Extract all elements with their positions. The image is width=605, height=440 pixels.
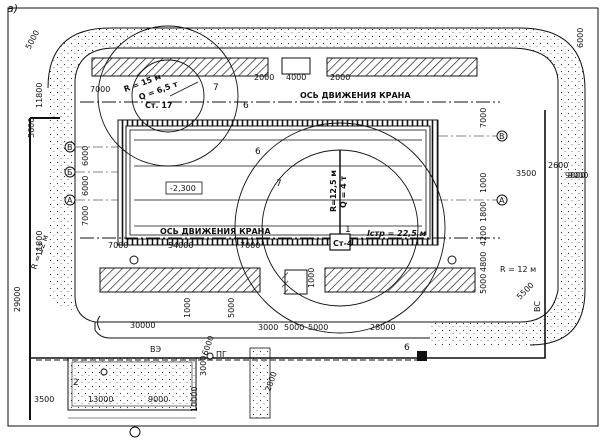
dim-b-5000b: 5000 <box>284 323 304 332</box>
number-6b: 6 <box>255 147 261 157</box>
dim-r-right: R = 12 м <box>500 265 536 274</box>
dim-b-28000: 28000 <box>370 323 395 332</box>
line-ve: ВЭ <box>150 345 161 354</box>
dim-right-4800: 4800 <box>479 252 488 272</box>
dim-left-11800a: 11800 <box>35 83 44 108</box>
dim-mid-7000a: 7000 <box>108 241 128 250</box>
foundation-pit: -2,300 <box>117 119 439 246</box>
dim-left-6000b: 6000 <box>81 176 90 196</box>
dim-b-3000: 3000 <box>258 323 278 332</box>
storage-areas <box>91 57 478 295</box>
axis-label-b: Б <box>67 168 73 177</box>
figure-label: а) <box>7 2 18 15</box>
number-6c: 6 <box>404 343 410 353</box>
crane-right-radius: R=12,5 м <box>329 170 338 212</box>
dim-left-6000a: 6000 <box>81 146 90 166</box>
dim-top-2000a: 2000 <box>254 73 274 82</box>
dim-right-7000: 7000 <box>479 108 488 128</box>
depth-label: -2,300 <box>170 184 196 193</box>
axis-label-v-right: В <box>499 132 505 141</box>
dim-b-5000a: 5000 <box>227 298 236 318</box>
dim-s-3000: 3000 <box>199 356 208 376</box>
dim-mid-7000b: 7000 <box>240 241 260 250</box>
dim-top-4000: 4000 <box>286 73 306 82</box>
dim-left-11800b: 11800 <box>35 231 44 256</box>
dim-right-3500: 3500 <box>516 169 536 178</box>
dim-mid-54000: 54000 <box>168 241 193 250</box>
dim-b-1000b: 1000 <box>307 268 316 288</box>
dim-right-1000: 1000 <box>479 173 488 193</box>
crane-axis-bottom: ОСЬ ДВИЖЕНИЯ КРАНА <box>160 227 271 236</box>
dim-right-1800: 1800 <box>479 202 488 222</box>
dim-top-2000b: 2000 <box>330 73 350 82</box>
crane-right-capacity: Q = 4 т <box>339 176 348 208</box>
axis-label-a-right: А <box>499 196 505 205</box>
crane-right-name: Ст-4 <box>333 239 353 248</box>
dim-road-left-top: 5000 <box>24 29 42 51</box>
axis-label-a: А <box>67 196 73 205</box>
dim-b-5000c: 5000 <box>308 323 328 332</box>
line-vs: ВС <box>533 301 542 312</box>
dim-right-4200: 4200 <box>479 226 488 246</box>
dim-road-right-width: 9000 <box>565 171 585 180</box>
crane-axis-top: ОСЬ ДВИЖЕНИЯ КРАНА <box>300 91 411 100</box>
dim-r-left: R = 12 м <box>29 234 50 271</box>
dim-s-5600: 5600 <box>27 118 36 138</box>
dim-b-9000: 9000 <box>568 171 588 180</box>
line-pg: ПГ <box>216 350 227 359</box>
dim-b-30000: 30000 <box>130 321 155 330</box>
dim-left-total: 29000 <box>13 287 22 312</box>
dim-right-small: 2600 <box>548 161 568 170</box>
number-7a: 7 <box>213 83 219 93</box>
number-1: 1 <box>345 225 351 235</box>
dim-left-7000: 7000 <box>81 206 90 226</box>
dim-right-5000: 5000 <box>479 274 488 294</box>
number-6a: 6 <box>243 101 249 111</box>
dim-b-1000a: 1000 <box>183 298 192 318</box>
dim-top-7000: 7000 <box>90 85 110 94</box>
crane-zones <box>97 25 446 334</box>
axis-markers <box>64 130 508 265</box>
dim-bottom-left: 3500 <box>34 395 54 404</box>
number-7b: 7 <box>276 179 282 189</box>
crane-right-track: lстр = 22,5 м <box>367 229 427 238</box>
dim-road-right-top: 6000 <box>576 28 585 48</box>
temporary-building <box>67 357 197 438</box>
axis-label-v: В <box>67 143 73 152</box>
crane-left-name: Ст. 17 <box>145 101 172 110</box>
crane-axes: ОСЬ ДВИЖЕНИЯ КРАНА ОСЬ ДВИЖЕНИЯ КРАНА <box>80 91 500 239</box>
